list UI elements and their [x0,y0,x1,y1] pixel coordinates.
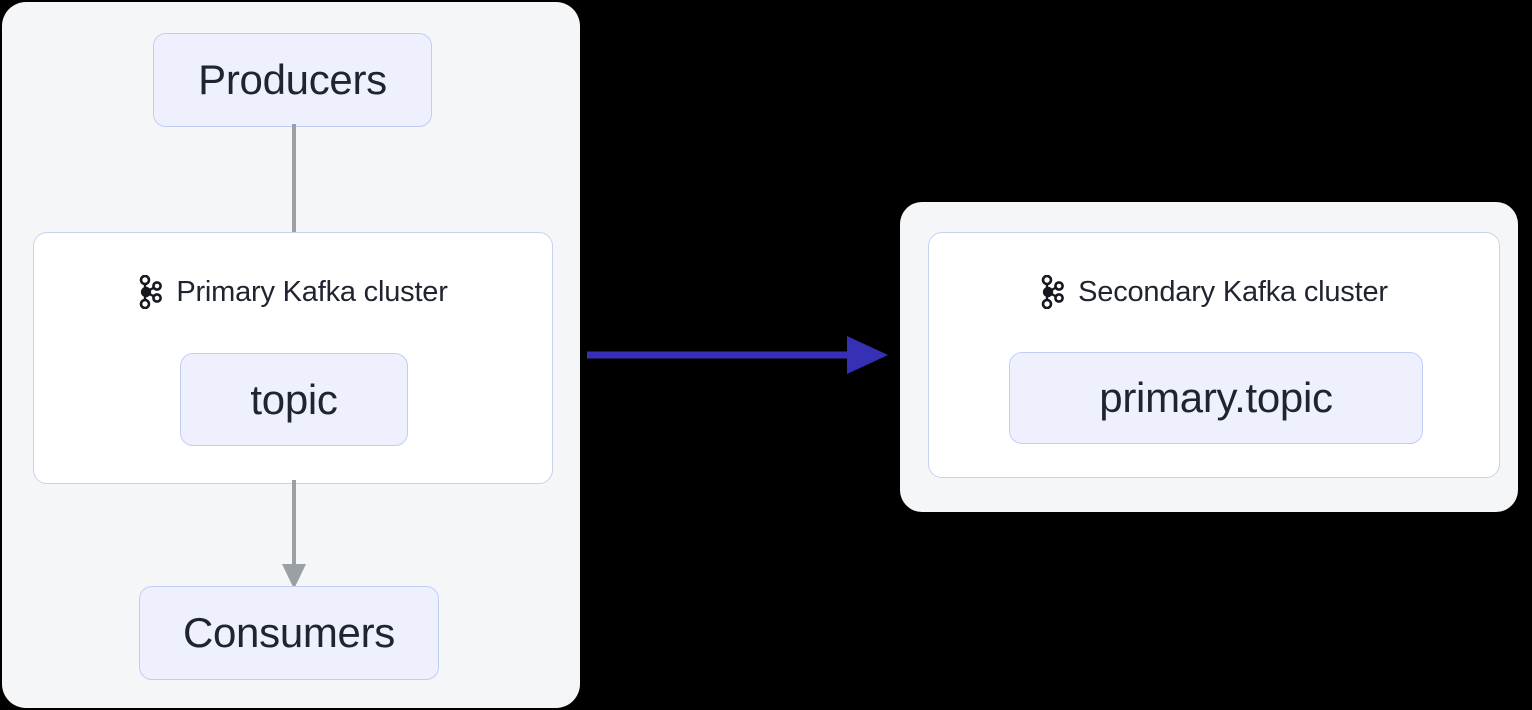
topic-node-label: topic [250,375,338,423]
secondary-cluster-panel: Secondary Kafka cluster primary.topic [900,202,1518,512]
primary-topic-node-label: primary.topic [1099,374,1333,421]
arrow-topic-to-consumers [282,480,306,589]
topic-node[interactable]: topic [180,353,408,446]
consumers-node[interactable]: Consumers [139,586,439,680]
primary-topic-node[interactable]: primary.topic [1009,352,1423,444]
secondary-cluster-header: Secondary Kafka cluster [929,233,1499,351]
secondary-cluster-label: Secondary Kafka cluster [1078,275,1388,308]
primary-cluster-label: Primary Kafka cluster [176,275,448,308]
secondary-kafka-cluster-box: Secondary Kafka cluster primary.topic [928,232,1500,478]
kafka-logo-icon [1041,275,1065,309]
replication-arrow [587,336,888,374]
primary-cluster-header: Primary Kafka cluster [34,233,552,351]
kafka-logo-icon [140,275,163,309]
producers-node[interactable]: Producers [153,33,432,127]
primary-cluster-panel: Producers Primary Kafk [2,2,580,708]
primary-kafka-cluster-box: Primary Kafka cluster topic [33,232,553,484]
consumers-node-label: Consumers [182,609,396,656]
producers-node-label: Producers [198,56,387,103]
